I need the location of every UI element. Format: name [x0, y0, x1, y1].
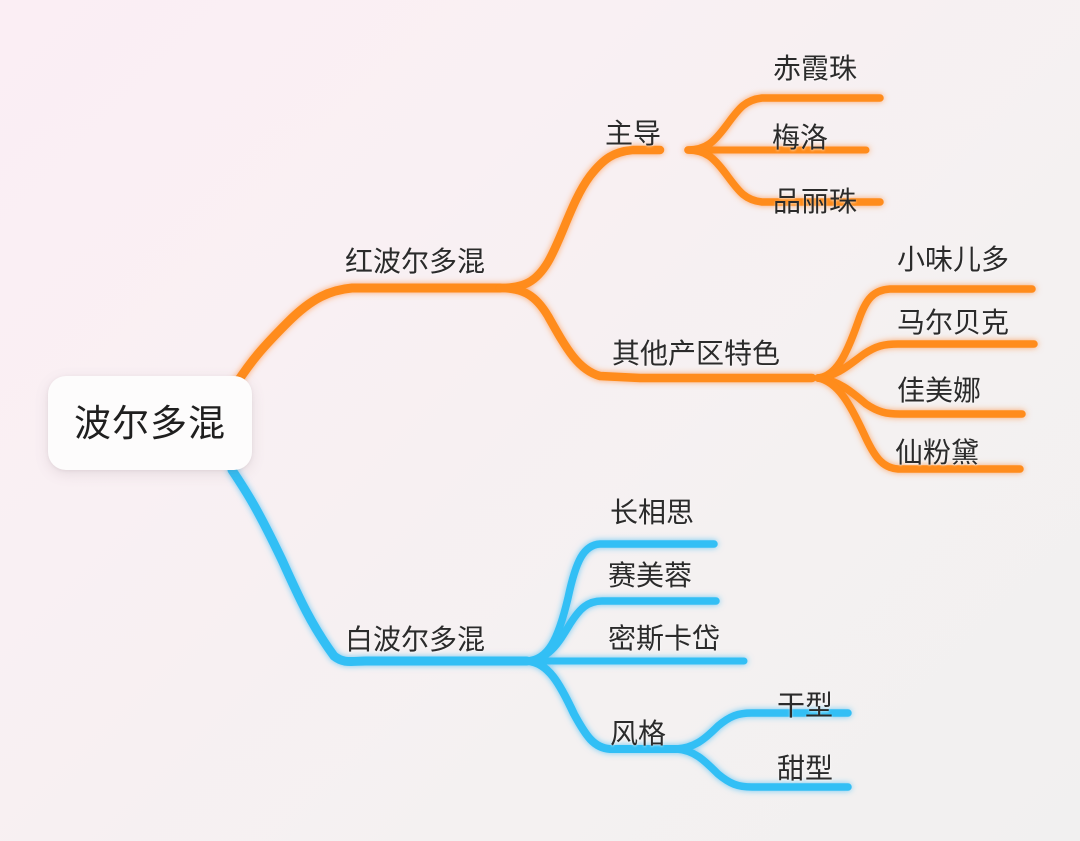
node-zinfandel[interactable]: 仙粉黛 [895, 437, 980, 468]
node-petit-verdot[interactable]: 小味儿多 [897, 244, 1010, 275]
node-style[interactable]: 风格 [610, 718, 667, 749]
root-node-label: 波尔多混 [74, 402, 226, 444]
node-other-region-specialties[interactable]: 其他产区特色 [612, 338, 781, 369]
connector-red-hub-upper [495, 145, 665, 293]
node-cabernet-sauvignon[interactable]: 赤霞珠 [773, 53, 858, 84]
white-branch-group [227, 465, 852, 791]
connector-white-to-semillon [523, 597, 720, 665]
node-dominant[interactable]: 主导 [605, 118, 662, 149]
node-carmenere[interactable]: 佳美娜 [897, 375, 982, 406]
connector-root-to-white [227, 465, 532, 667]
node-merlot[interactable]: 梅洛 [772, 122, 829, 153]
root-node[interactable]: 波尔多混 [48, 376, 252, 470]
red-branch-group [231, 94, 1038, 473]
node-white-bordeaux-blend[interactable]: 白波尔多混 [345, 624, 486, 655]
connector-red-hub-lower [495, 283, 817, 383]
node-dry[interactable]: 干型 [777, 690, 834, 721]
connector-white-to-style [523, 657, 680, 753]
node-semillon[interactable]: 赛美蓉 [608, 560, 693, 591]
node-cabernet-franc[interactable]: 品丽珠 [773, 186, 858, 217]
node-malbec[interactable]: 马尔贝克 [897, 307, 1010, 338]
connector-other-to-malbec [814, 340, 1038, 382]
connector-style-to-dry [672, 709, 852, 753]
connector-other-to-zinfandel [814, 374, 1024, 473]
node-red-bordeaux-blend[interactable]: 红波尔多混 [345, 246, 486, 277]
node-muscadelle[interactable]: 密斯卡岱 [608, 623, 721, 654]
connector-style-to-sweet [672, 745, 852, 791]
node-sweet[interactable]: 甜型 [777, 753, 834, 784]
node-sauvignon-blanc[interactable]: 长相思 [610, 497, 695, 528]
connector-dominant-to-cabernet-franc [684, 146, 884, 206]
connector-root-to-red [231, 283, 505, 389]
